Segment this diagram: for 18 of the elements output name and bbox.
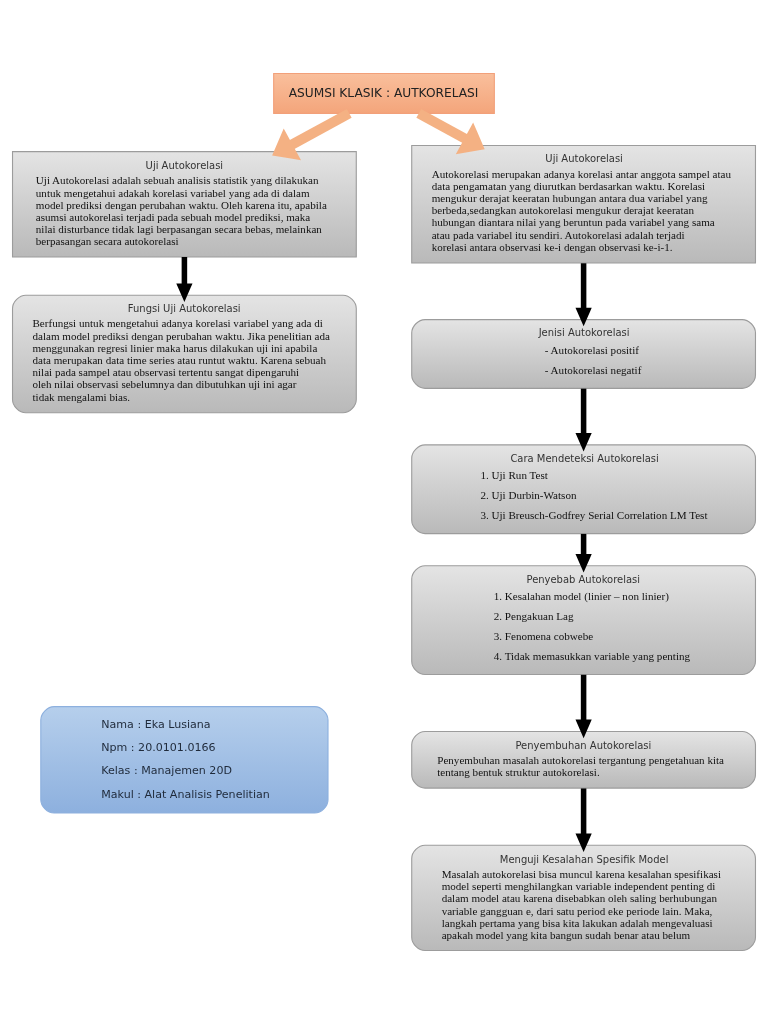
arrow	[575, 674, 592, 739]
arrow	[272, 109, 352, 161]
arrow	[416, 109, 485, 155]
node-box: Uji Autokorelasi Autokorelasi merupakan adanya korelasi antar anggota sampel atau data pengamatan yang diurutkan berdasarkan waktu. Korelasi mengukur derajat keeratan hubungan antara dua variabel yang berbeda,sedangkan autokorelasi mengukur derajat keeratan hubungan diantara nilai yang beruntun pada variabel yang sama atau pada variabel itu sendiri. Autokorelasi adalah terjadi korelasi antara observasi ke-i dengan observasi ke-i-1.	[411, 144, 757, 264]
node-box: Jenisi Autokorelasi - Autokorelasi positif - Autokorelasi negatif	[411, 319, 757, 389]
arrow	[575, 533, 592, 573]
node-box: ASUMSI KLASIK : AUTKORELASI	[273, 72, 495, 114]
arrow	[575, 788, 592, 853]
node-box: Fungsi Uji Autokorelasi Berfungsi untuk mengetahui adanya korelasi variabel yang ada di dalam model prediksi dengan perubahan waktu. Jika penelitian ada menggunakan regresi linier maka harus dilakukan uji ini apabila data merupakan data time series atau runtut waktu. Karena sebuah nilai pada sampel atau observasi tertentu sangat dipengaruhi oleh nilai observasi sebelumnya dan dibutuhkan uji ini agar tidak mengalami bias.	[11, 294, 357, 414]
node-box: Penyebab Autokorelasi 1. Kesalahan model (linier – non linier) 2. Pengakuan Lag 3. Fenomena cobwebe 4. Tidak memasukkan variable yang penting	[411, 565, 757, 675]
arrow	[575, 388, 592, 452]
node-box: Penyembuhan Autokorelasi Penyembuhan masalah autokorelasi tergantung pengetahuan kita tentang bentuk struktur autokorelasi.	[411, 731, 757, 789]
node-box: Menguji Kesalahan Spesifik Model Masalah autokorelasi bisa muncul karena kesalahan spesifikasi model seperti menghilangkan variable independent penting di dalam model atau karena disebabkan oleh saling berhubungan variable gangguan e, dari satu period eke periode lain. Maka, langkah pertama yang bisa kita lakukan adalah mengevaluasi apakah model yang kita bangun sudah benar atau belum	[411, 844, 757, 952]
node-box: Uji Autokorelasi Uji Autokorelasi adalah sebuah analisis statistik yang dilakukan untuk mengetahui adakah korelasi variabel yang ada di dalam model prediksi dengan perubahan waktu. Oleh karena itu, apabila asumsi autokorelasi terjadi pada sebuah model prediksi, maka nilai disturbance tidak lagi berpasangan secara bebas, melainkan berpasangan secara autokorelasi	[11, 151, 357, 258]
node-box: Cara Mendeteksi Autokorelasi 1. Uji Run Test 2. Uji Durbin-Watson 3. Uji Breusch-Godfrey Serial Correlation LM Test	[411, 444, 757, 535]
arrow	[575, 263, 592, 327]
arrow	[176, 257, 193, 302]
node-box: Nama : Eka Lusiana Npm : 20.0101.0166 Kelas : Manajemen 20D Makul : Alat Analisis Penelitian	[40, 706, 329, 814]
